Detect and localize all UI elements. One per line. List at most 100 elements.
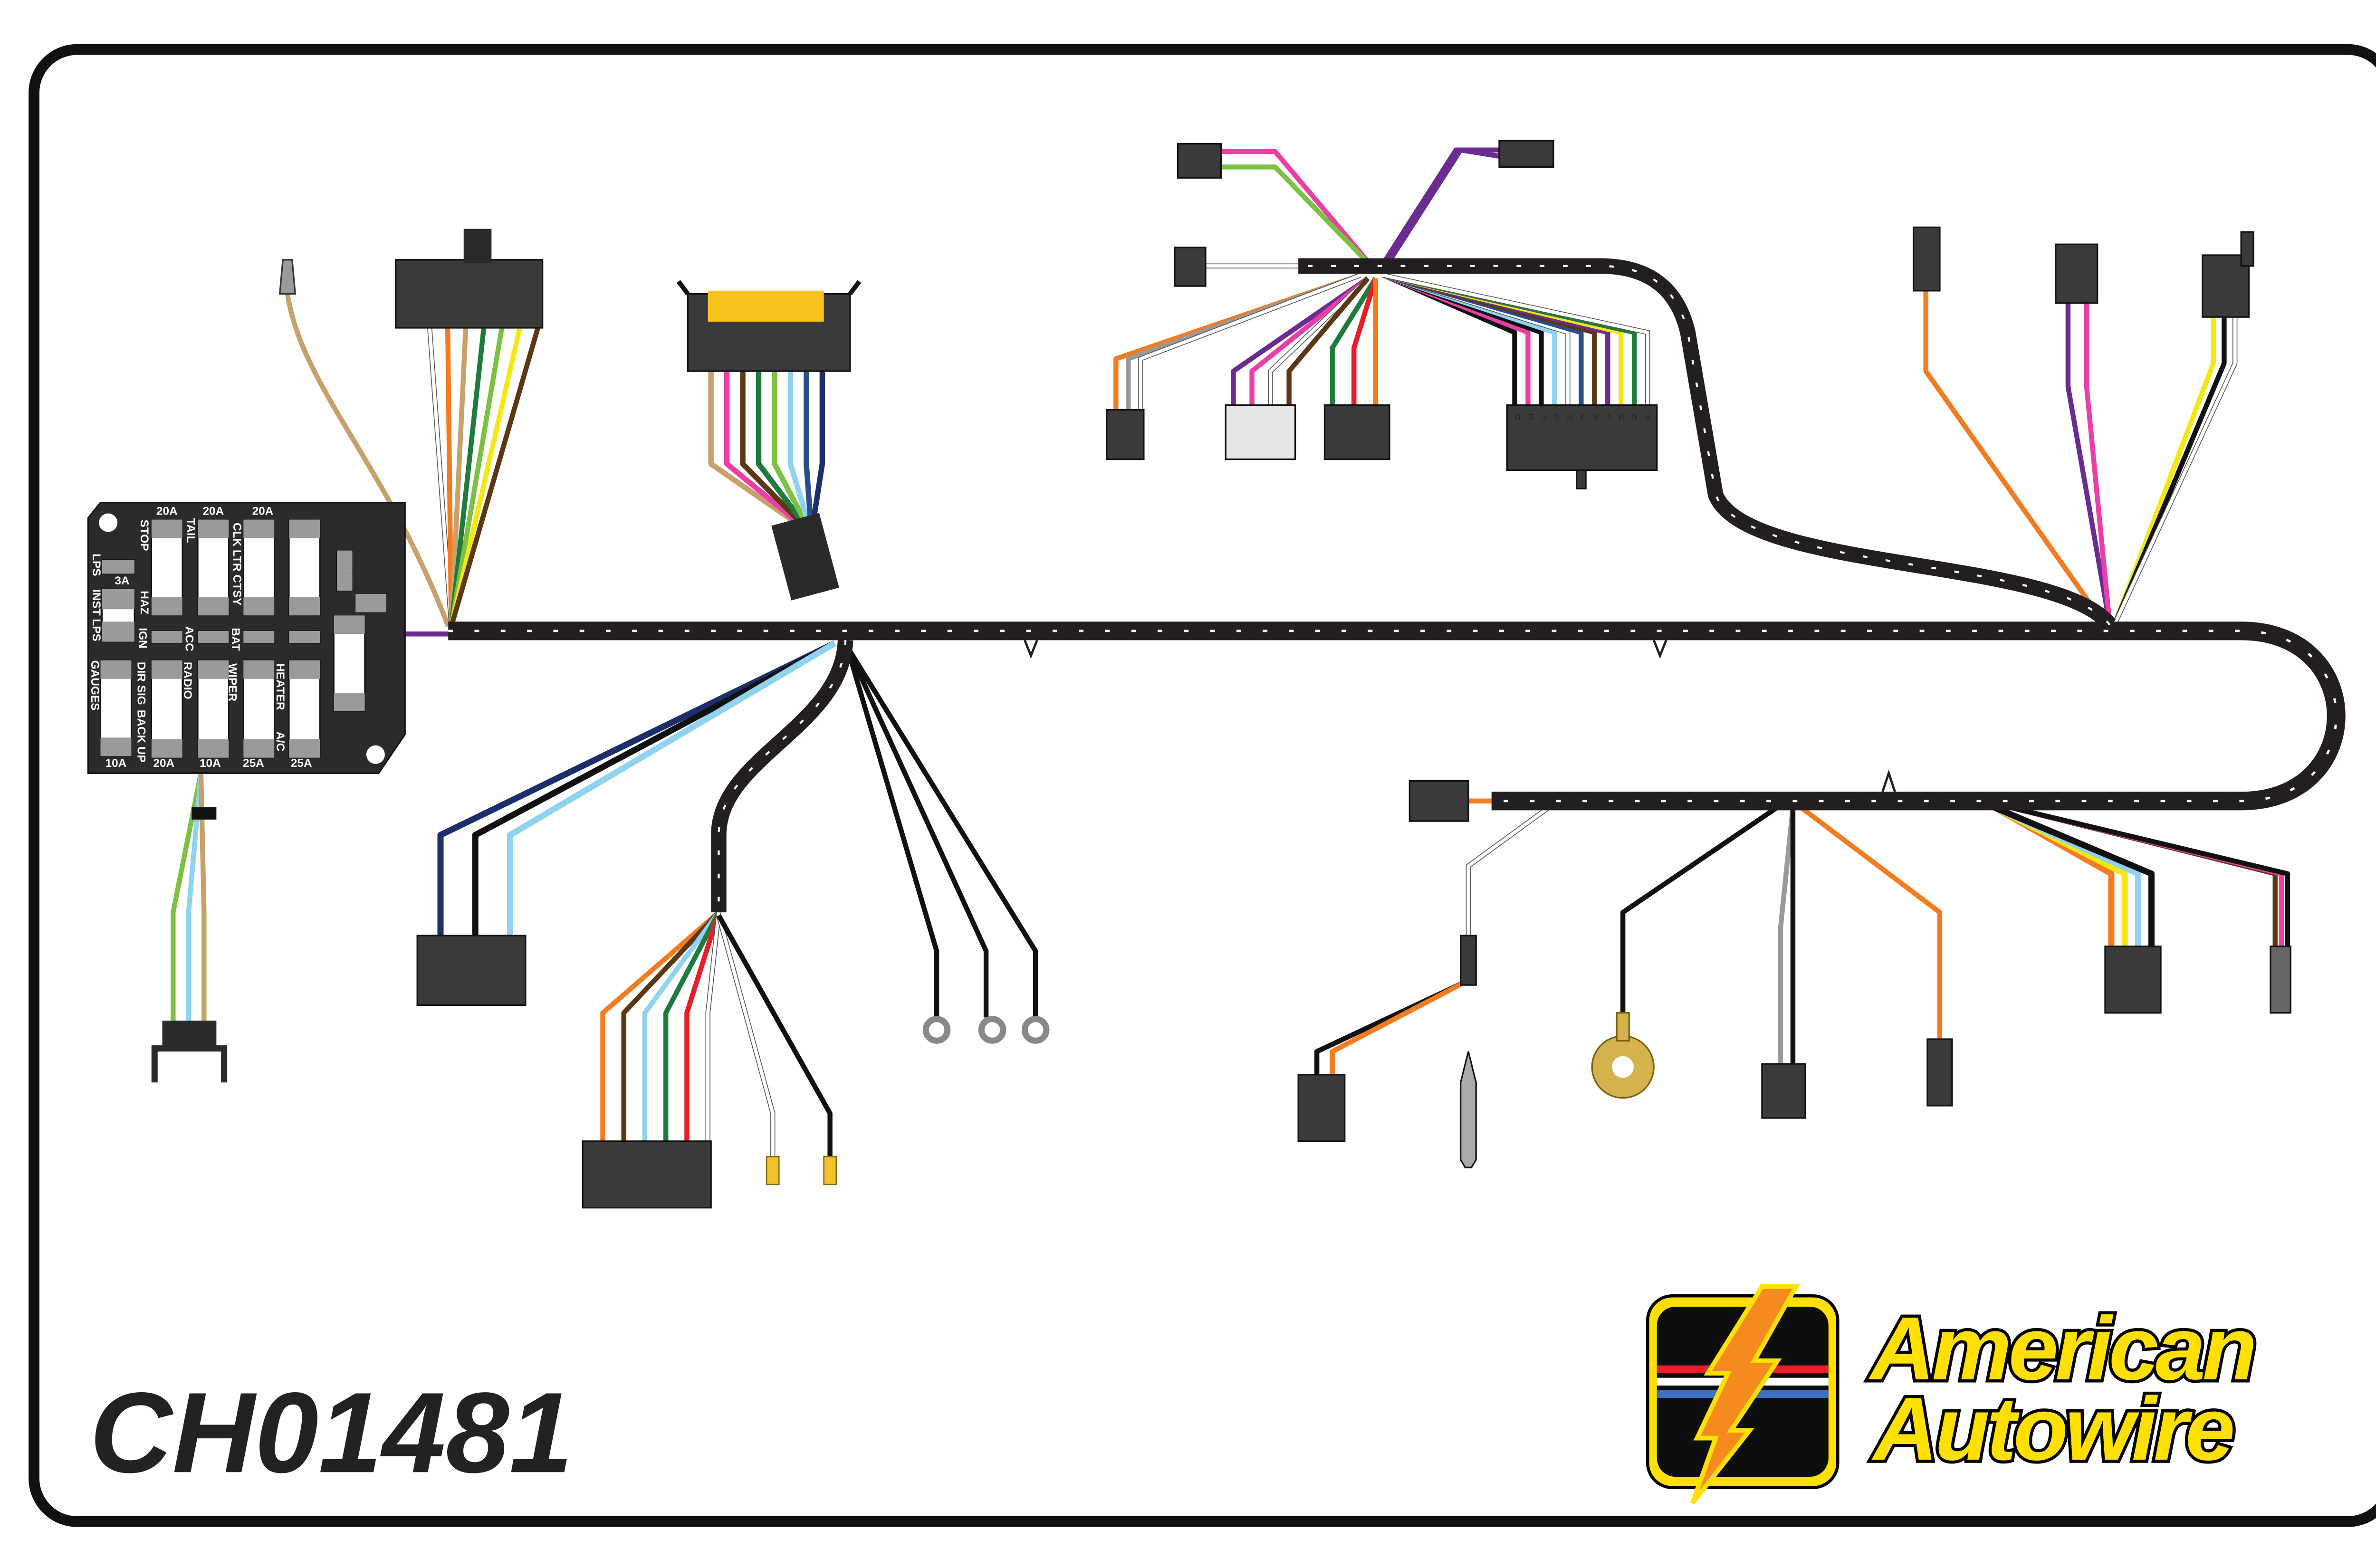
eight_pin_connector-wire-brown xyxy=(740,371,814,535)
spade-terminals xyxy=(766,1156,837,1186)
label-lps: LPS xyxy=(90,554,103,576)
dome-light-plug xyxy=(278,259,297,295)
eight_pin_connector-wire-lightblue xyxy=(787,371,814,535)
fuse-lead-sleeve xyxy=(192,807,217,820)
fuse-right[interactable] xyxy=(333,614,365,712)
fuse_top_connector-wire-yellow xyxy=(449,327,523,627)
amp-lps: 3A xyxy=(115,574,129,587)
label-ac: A/C xyxy=(274,731,287,751)
amp-gauges: 10A xyxy=(105,757,127,770)
right_yellow_black-wire-yellow xyxy=(2112,317,2216,626)
harness-trunk xyxy=(448,258,2346,913)
left_lower_connector-wire-black xyxy=(472,641,836,936)
fuse-top-1[interactable] xyxy=(197,519,230,616)
fuse-bottom-0[interactable] xyxy=(151,660,183,758)
fuse-slot-3[interactable] xyxy=(288,630,321,644)
fuse-bottom-3[interactable] xyxy=(288,660,321,758)
fuse-lps[interactable] xyxy=(101,559,135,574)
label-stop: STOP xyxy=(138,519,151,551)
fuse-bottom-1[interactable] xyxy=(197,660,230,758)
top_purple-wire-purple xyxy=(1381,147,1500,272)
fuse_top_connector-wire-orange xyxy=(445,327,454,627)
lower_right_ring-wire-black xyxy=(1620,805,1779,1013)
fuse-bottom-connector xyxy=(151,1020,228,1083)
lower_fan_connector-wire-green xyxy=(663,911,721,1145)
eight_pin_connector-wire-green xyxy=(756,371,814,535)
spade_terminals-wire-white xyxy=(717,915,775,1160)
fuse-top-2[interactable] xyxy=(242,519,275,616)
label-clk-ltr-ctsy: CLK LTR CTSY xyxy=(230,523,243,605)
pin-letter-E: E xyxy=(1528,412,1533,421)
fuse-top-0[interactable] xyxy=(151,519,183,616)
lower_right_black_orange-wire-orange xyxy=(1330,979,1466,1078)
top_white_conn-wire-purple xyxy=(1231,276,1370,405)
fuse-aux-2[interactable] xyxy=(354,593,387,613)
fuse-slot-2[interactable] xyxy=(242,630,275,644)
pin-letter-K: K xyxy=(1593,412,1598,421)
fuse-inst-lps[interactable] xyxy=(101,588,135,642)
ground-ring-terminals xyxy=(922,1016,1050,1044)
pin-letter-L: L xyxy=(1607,412,1611,421)
ground-lug xyxy=(1591,1012,1655,1099)
logo-line1: American xyxy=(1868,1298,2254,1398)
amp-dir-sig: 20A xyxy=(153,757,174,770)
right-top-connectors xyxy=(1913,226,2254,318)
amp-wiper: 25A xyxy=(243,757,264,770)
lower_fan_connector-wire-white xyxy=(706,912,720,1145)
pin-letter-D: D xyxy=(1515,412,1521,421)
fuse-bottom-2[interactable] xyxy=(242,660,275,758)
top_small_left-wire-white xyxy=(1139,273,1361,410)
spade_terminals-wire-black xyxy=(716,914,833,1160)
upper-branch-wrap-marks xyxy=(1298,265,2111,626)
ground_rings-wire-black xyxy=(844,645,989,1018)
label-ign: IGN xyxy=(136,628,149,648)
main-trunk xyxy=(448,621,2346,811)
ground_rings-wire-black xyxy=(844,645,939,1018)
left_lower_connector-wire-lightblue xyxy=(507,641,836,936)
lower_fan_connector-wire-brown xyxy=(621,910,721,1145)
label-tail: TAIL xyxy=(184,518,197,543)
fuse-slot-0[interactable] xyxy=(151,630,183,644)
eight_pin_connector-wire-pink xyxy=(724,371,814,536)
fuse-gauges[interactable] xyxy=(100,660,132,757)
right_orange-wire-orange xyxy=(1923,290,2108,626)
pin-letter-M: M xyxy=(1619,412,1625,421)
eight_pin_connector-wire-tan xyxy=(708,371,813,536)
lower_right_orange-wire-orange xyxy=(1799,805,1943,1039)
top_black_conn-wire-green xyxy=(1330,277,1378,405)
lower_right_brown-wire-black xyxy=(2009,804,2290,947)
right_yellow_black-wire-black xyxy=(2112,317,2227,626)
eight_pin_connector-wire-darkblue xyxy=(808,371,825,534)
right_yellow_black-wire-white xyxy=(2113,317,2237,626)
fuse-slot-1[interactable] xyxy=(197,630,230,644)
label-bat: BAT xyxy=(229,628,242,650)
fuse-aux-1[interactable] xyxy=(336,550,353,592)
lower_right_white-wire-white xyxy=(1466,803,1554,936)
fuse-top-3[interactable] xyxy=(288,519,321,616)
fuse_top_connector-wire-brown xyxy=(449,327,540,627)
fuse_top_connector-wire-lightgreen xyxy=(449,327,505,627)
fuse-labels: 20A 20A 20A 3A STOP TAIL CLK LTR CTSY LP… xyxy=(88,505,312,770)
top_purple-wire-purple xyxy=(1376,147,1499,272)
logo-line2: Autowire xyxy=(1871,1378,2232,1479)
fuse_top_connector-wire-white xyxy=(428,327,453,627)
label-radio: RADIO xyxy=(181,662,194,699)
pin-letter-P: P xyxy=(1645,412,1650,421)
right_purple_pink-wire-pink xyxy=(2084,303,2112,625)
top_white_conn-wire-pink xyxy=(1249,276,1370,405)
amp-tail: 20A xyxy=(202,505,224,518)
eight_pin_connector-wire-blue xyxy=(804,371,814,534)
lower-left-connector xyxy=(416,935,527,1006)
pin-letter-H: H xyxy=(1567,412,1572,421)
top_black_conn-wire-red xyxy=(1351,277,1378,405)
pin-letter-N: N xyxy=(1632,412,1638,421)
amp-radio: 10A xyxy=(200,757,221,770)
pin-letter-G: G xyxy=(1554,412,1560,421)
top-left-connector xyxy=(395,229,544,329)
label-haz: HAZ xyxy=(138,591,151,614)
harness-clips xyxy=(1024,640,1896,793)
amp-heater: 25A xyxy=(291,757,312,770)
top_white_conn-wire-white xyxy=(1269,277,1369,405)
